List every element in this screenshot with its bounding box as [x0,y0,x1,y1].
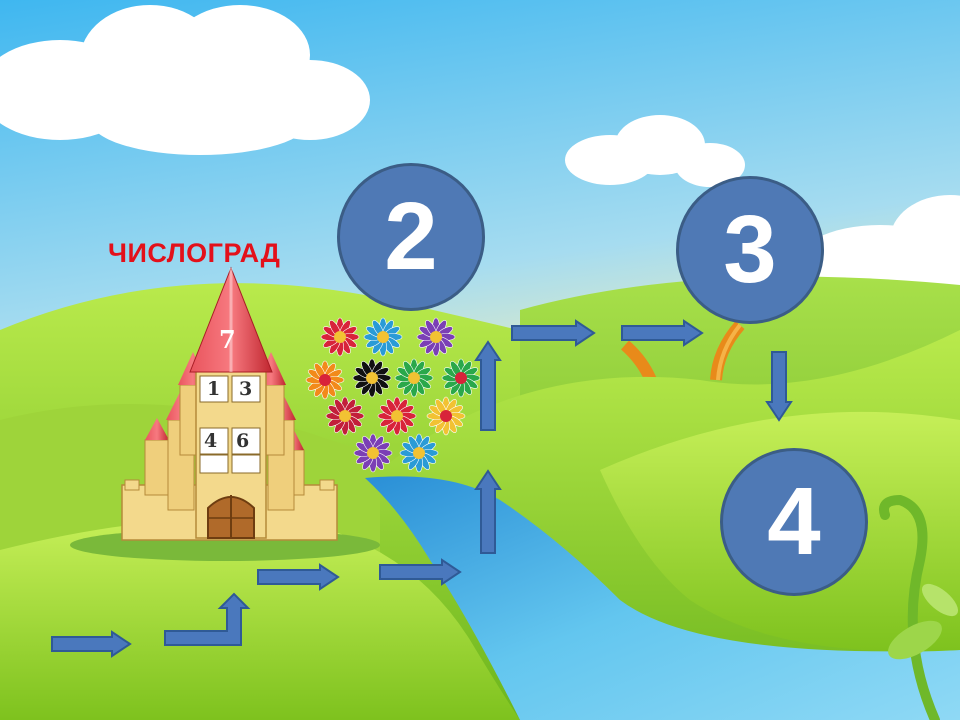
flower-icon [399,433,439,473]
castle-icon [70,266,380,561]
flower-icon [416,317,456,357]
flower-icon [363,317,403,357]
flower-icon [394,358,434,398]
castle-number-window: 1 [207,378,221,400]
flower-icon [352,358,392,398]
path-arrows [51,319,793,658]
arrow-icon [257,563,340,591]
city-title: ЧИСЛОГРАД [108,238,281,268]
arrow-icon [474,340,502,431]
arrow-icon [474,469,502,554]
arrow-icon [621,319,704,347]
arrow-icon [51,630,132,658]
cloud-icon [0,5,370,155]
flower-icon [320,317,360,357]
stop-4-circle[interactable]: 4 [720,448,868,596]
stop-2-circle[interactable]: 2 [337,163,485,311]
flower-icon [353,433,393,473]
arrow-icon [379,558,462,586]
flower-icon [305,360,345,400]
flower-icon [325,396,365,436]
flower-icon [441,358,481,398]
stop-3-circle[interactable]: 3 [676,176,824,324]
flower-icon [426,396,466,436]
castle-number-window: 4 [204,430,218,452]
castle-number-top: 7 [219,325,236,354]
flower-icon [377,396,417,436]
cloud-icon [565,115,745,187]
castle-number-window: 3 [239,378,253,400]
arrow-icon [164,592,251,646]
arrow-icon [765,351,793,422]
flower-bed [305,317,481,473]
vine-icon [879,494,959,720]
castle-number-window: 6 [236,430,250,452]
arrow-icon [511,319,596,347]
